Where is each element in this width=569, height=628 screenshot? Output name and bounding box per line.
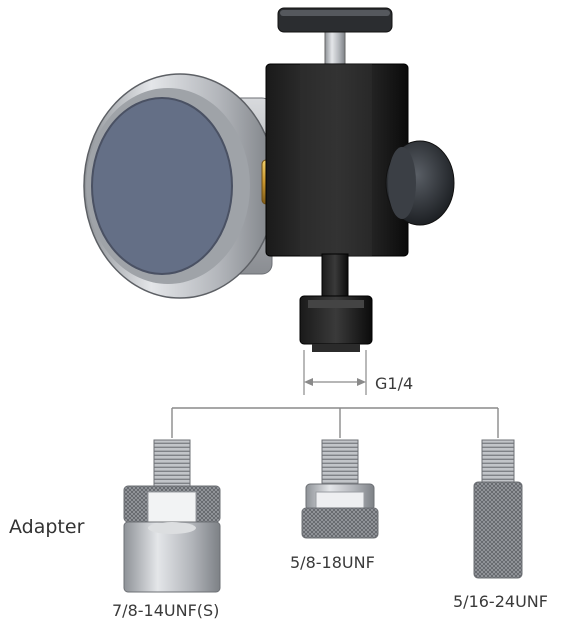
adapter-fitting-icon	[301, 439, 379, 539]
adapter-connector-lines	[171, 407, 499, 438]
adapter-heading: Adapter	[9, 516, 85, 538]
adapter-1-label: 7/8-14UNF(S)	[112, 601, 220, 620]
valve-block-icon	[265, 7, 455, 352]
g14-dimension	[303, 350, 367, 395]
adapter-3-label: 5/16-24UNF	[453, 592, 548, 611]
adapter-fitting-icon	[123, 439, 221, 593]
adapter-2-label: 5/8-18UNF	[290, 553, 375, 572]
pressure-gauge-icon	[83, 73, 277, 299]
adapter-fitting-icon	[473, 439, 523, 579]
port-thread-label: G1/4	[375, 374, 414, 393]
